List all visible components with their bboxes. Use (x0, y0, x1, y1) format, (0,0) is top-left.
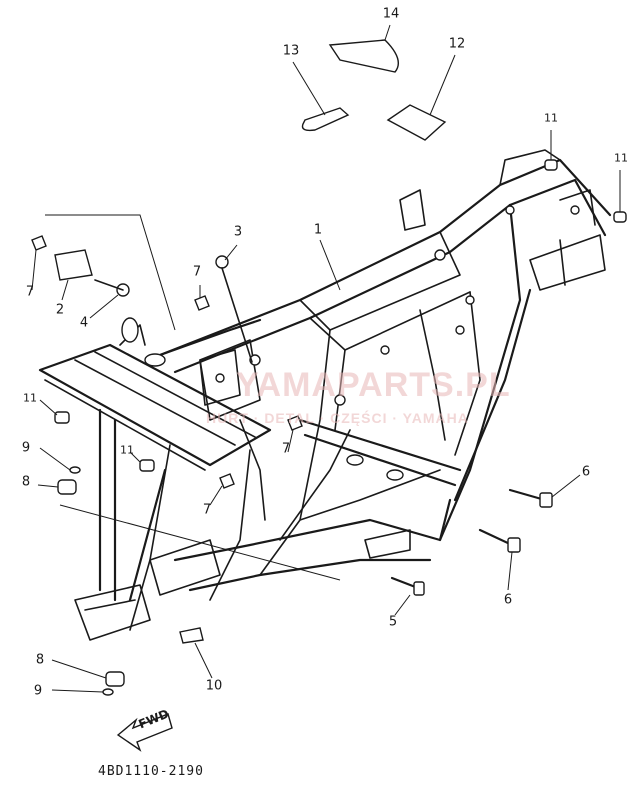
callout-8-b: 8 (35, 652, 45, 668)
fwd-arrow-icon (116, 713, 173, 752)
frame-assembly (38, 149, 612, 641)
callout-7-a: 7 (192, 264, 202, 280)
callout-11-c: 11 (23, 391, 37, 405)
callout-11-d: 11 (120, 443, 134, 457)
callout-11-a: 11 (544, 111, 558, 125)
callout-6-a: 6 (581, 464, 591, 480)
part-14-pad (328, 39, 399, 73)
callout-1: 1 (313, 222, 323, 238)
leader-lines (31, 24, 621, 693)
callout-7-d: 7 (202, 502, 212, 518)
callout-7-c: 7 (281, 441, 291, 457)
callout-12: 12 (448, 36, 466, 52)
callout-10: 10 (205, 678, 223, 694)
callout-7-b: 7 (25, 284, 35, 300)
callout-6-b: 6 (503, 592, 513, 608)
callout-14: 14 (382, 6, 400, 22)
callout-2: 2 (55, 302, 65, 318)
small-parts (31, 39, 627, 696)
diagram-code: 4BD1110-2190 (98, 764, 204, 779)
callout-5: 5 (388, 614, 398, 630)
callout-11-b: 11 (614, 151, 628, 165)
callout-9-b: 9 (33, 683, 43, 699)
callout-9-a: 9 (21, 440, 31, 456)
callout-3: 3 (233, 224, 243, 240)
callout-4: 4 (79, 315, 89, 331)
callout-13: 13 (282, 43, 300, 59)
callout-8-a: 8 (21, 474, 31, 490)
part-12-plate (386, 104, 447, 141)
part-13-clip (301, 107, 350, 132)
